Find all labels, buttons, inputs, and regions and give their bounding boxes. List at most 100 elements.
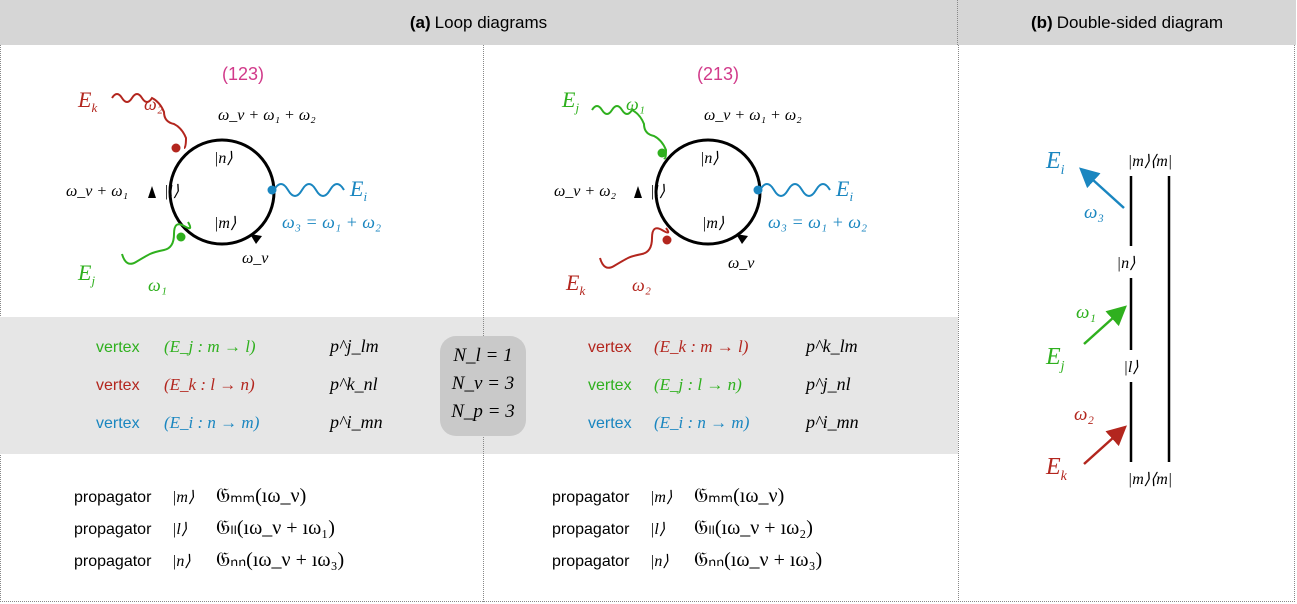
propagator-list-123: propagator |m⟩ 𝔊ₘₘ(ıω_ν) propagator |l⟩ … <box>74 485 344 571</box>
permutation-label: (213) <box>697 64 739 84</box>
field-Ei-label: Ei <box>835 176 853 204</box>
freq-bottom-vertex: ω₂ <box>632 275 651 295</box>
freq-m-propagator: ω_ν <box>242 250 269 267</box>
ket-l: |l⟩ <box>164 183 180 200</box>
freq-top-vertex: ω₂ <box>144 94 163 114</box>
propagator-state: |n⟩ <box>650 553 669 570</box>
vertex-field: (E_j : m → l) <box>164 337 256 356</box>
vertex-list-213: vertex (E_k : m → l) p^k_lm vertex (E_j … <box>588 336 859 432</box>
field-Ei-label: Ei <box>349 176 367 204</box>
vertex-label: vertex <box>588 415 632 432</box>
vertex-dot-red <box>171 143 181 153</box>
vertex-field: (E_i : n → m) <box>164 413 260 432</box>
vertex-value: p^i_mn <box>804 412 859 432</box>
propagator-expr: 𝔊ₘₘ(ıω_ν) <box>216 485 306 507</box>
vertex-field: (E_i : n → m) <box>654 413 750 432</box>
propagator-state: |m⟩ <box>650 489 673 506</box>
freq-w1: ω₁ <box>1076 302 1096 323</box>
propagator-expr: 𝔊ₙₙ(ıω_ν + ıω₃) <box>216 549 344 571</box>
propagator-label: propagator <box>552 553 630 570</box>
vertex-value: p^k_lm <box>804 336 858 356</box>
density-top: |m⟩⟨m| <box>1128 153 1172 170</box>
propagator-expr: 𝔊ₗₗ(ıω_ν + ıω₁) <box>216 517 335 539</box>
field-Ej-label: Ej <box>1045 344 1065 374</box>
vertex-label: vertex <box>96 415 140 432</box>
field-Ek-label: Ek <box>1045 454 1068 484</box>
vertex-dot-green <box>657 148 667 158</box>
propagator-state: |m⟩ <box>172 489 195 506</box>
arrow-down-icon <box>736 234 748 244</box>
panel-b-tag: (b) <box>1030 12 1053 32</box>
vertex-field: (E_k : l → n) <box>164 375 255 394</box>
wavy-line-Ej <box>591 105 668 160</box>
wavy-line-Ei <box>759 183 831 197</box>
arrow-up-icon <box>634 186 642 198</box>
propagator-expr: 𝔊ₘₘ(ıω_ν) <box>694 485 784 507</box>
ket-l: |l⟩ <box>650 183 666 200</box>
freq-n-propagator: ω_ν + ω₁ + ω₂ <box>704 107 802 124</box>
freq-l-propagator: ω_ν + ω₂ <box>554 183 616 200</box>
panel-b-title: Double-sided diagram <box>1056 12 1224 32</box>
count-vertices: N_v = 3 <box>451 373 514 394</box>
loop-diagram-213: (213) Ej ω₁ ω_ν + ω₁ + ω₂ |n⟩ ω_ν + ω₂ |… <box>554 64 867 298</box>
loop-divider <box>483 45 484 602</box>
vertex-dot-blue <box>267 185 277 195</box>
propagator-state: |n⟩ <box>172 553 191 570</box>
double-sided-header: (b) Double-sided diagram <box>958 0 1296 45</box>
field-Ei-label: Ei <box>1045 148 1065 178</box>
vertex-dot-red <box>662 235 672 245</box>
propagator-label: propagator <box>74 521 152 538</box>
permutation-label: (123) <box>222 64 264 84</box>
propagator-label: propagator <box>74 553 152 570</box>
vertex-field: (E_k : m → l) <box>654 337 749 356</box>
wavy-line-Ej <box>121 221 192 265</box>
ket-m: |m⟩ <box>702 215 725 232</box>
count-loops: N_l = 1 <box>452 345 512 366</box>
absorption-arrow-icon <box>1083 305 1127 345</box>
ket-n: |n⟩ <box>700 150 719 167</box>
vertex-value: p^k_nl <box>328 374 378 394</box>
vertex-dot-green <box>176 232 186 242</box>
wavy-line-Ek <box>599 227 670 269</box>
freq-w3: ω₃ <box>1084 202 1104 223</box>
wavy-line-Ek <box>111 93 188 149</box>
emission-arrow-icon <box>1079 167 1125 209</box>
diagram-counts: N_l = 1 N_v = 3 N_p = 3 <box>450 345 515 422</box>
propagator-state: |l⟩ <box>172 521 188 538</box>
wavy-line-Ei <box>273 183 345 197</box>
vertex-label: vertex <box>96 377 140 394</box>
ket-m: |m⟩ <box>214 215 237 232</box>
double-sided-diagram: |m⟩⟨m| |n⟩ |l⟩ |m⟩⟨m| Ei ω₃ ω₁ Ej ω₂ Ek <box>1045 148 1172 488</box>
freq-w2: ω₂ <box>1074 404 1094 425</box>
vertex-field: (E_j : l → n) <box>654 375 742 394</box>
panel-divider <box>958 45 959 602</box>
propagator-label: propagator <box>552 489 630 506</box>
vertex-value: p^j_nl <box>804 374 851 394</box>
field-Ek-label: Ek <box>77 87 97 115</box>
freq-m-propagator: ω_ν <box>728 255 755 272</box>
freq-bottom-vertex: ω₁ <box>148 275 167 295</box>
propagator-expr: 𝔊ₗₗ(ıω_ν + ıω₂) <box>694 517 813 539</box>
propagator-label: propagator <box>552 521 630 538</box>
vertex-list-123: vertex (E_j : m → l) p^j_lm vertex (E_k … <box>96 336 383 432</box>
ket-n: |n⟩ <box>214 150 233 167</box>
count-propagators: N_p = 3 <box>450 401 515 422</box>
panel-a-title: Loop diagrams <box>434 12 548 32</box>
vertex-value: p^i_mn <box>328 412 383 432</box>
density-bottom: |m⟩⟨m| <box>1128 471 1172 488</box>
vertex-label: vertex <box>96 339 140 356</box>
arrow-down-icon <box>250 234 262 244</box>
freq-top-vertex: ω₁ <box>626 94 645 114</box>
freq-right-vertex: ω₃ = ω₁ + ω₂ <box>768 212 867 232</box>
field-Ek-label: Ek <box>565 270 585 298</box>
field-Ej-label: Ej <box>561 87 579 115</box>
propagator-state: |l⟩ <box>650 521 666 538</box>
density-l: |l⟩ <box>1123 359 1139 376</box>
vertex-dot-blue <box>753 185 763 195</box>
density-n: |n⟩ <box>1117 255 1136 272</box>
panel-a-tag: (a) <box>409 12 431 32</box>
field-Ej-label: Ej <box>77 260 95 288</box>
loop-diagram-123: (123) Ek ω₂ ω_ν + ω₁ + ω₂ |n⟩ ω_ν + ω₁ |… <box>66 64 381 295</box>
propagator-expr: 𝔊ₙₙ(ıω_ν + ıω₃) <box>694 549 822 571</box>
